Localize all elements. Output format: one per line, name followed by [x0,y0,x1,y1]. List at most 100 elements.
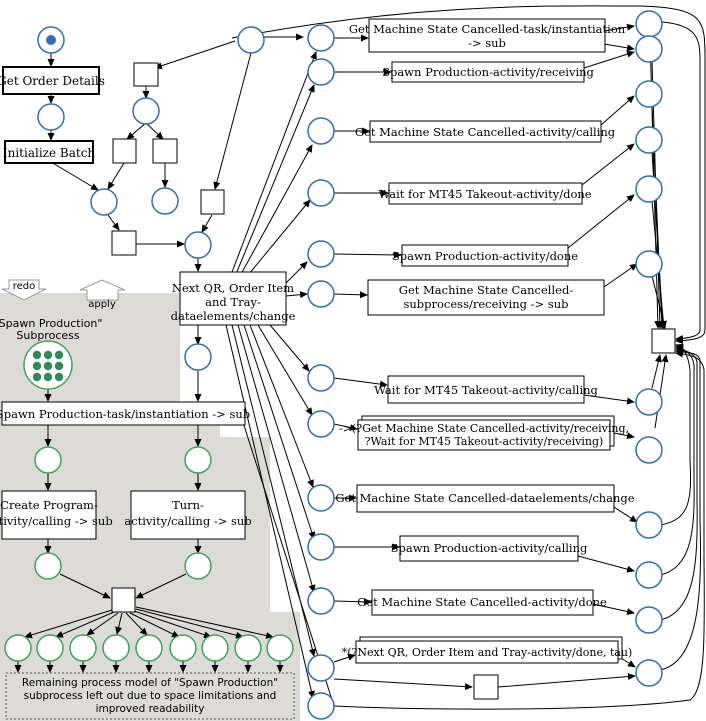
task-b7[interactable]: Wait for MT45 Takeout-activity/calling [374,375,599,404]
place [635,511,663,539]
sub-place [34,446,62,474]
edges [14,5,706,710]
task-b5[interactable]: Spawn Production-activity/done [392,244,578,267]
place [307,280,335,308]
task-label-line: Next QR, Order Item [172,281,294,295]
note-line: Remaining process model of "Spawn Produc… [22,677,278,689]
place [184,343,212,371]
subprocess-title-line: Subprocess [16,329,79,342]
task-label: Get Machine State Cancelled-activity/don… [357,595,607,609]
task-label-line: and Tray- [205,295,261,309]
omission-note: Remaining process model of "Spawn Produc… [5,672,295,720]
transition-tau [473,674,499,700]
task-b8[interactable]: ->(?Get Machine State Cancelled-activity… [339,415,629,451]
task-label-line: activity/calling -> sub [124,514,251,528]
task-create-program[interactable]: Create Program- activity/calling -> sub [0,490,113,540]
sub-place [234,634,262,662]
task-label: *(?Next QR, Order Item and Tray-activity… [342,646,633,659]
task-b10[interactable]: Spawn Production-activity/calling [391,535,588,562]
token-grid [32,350,64,382]
task-label-line: subprocess/receiving -> sub [403,297,568,311]
place [635,561,663,589]
place [635,126,663,154]
task-label-line: -> sub [468,36,506,50]
task-label: Wait for MT45 Takeout-activity/calling [374,383,598,397]
place [307,117,335,145]
places [37,10,663,720]
place [307,24,335,52]
task-sub-instantiation[interactable]: Spawn Production-task/instantiation -> s… [0,401,250,426]
place [307,654,335,682]
sub-places [4,446,294,662]
sub-place [36,634,64,662]
sub-place [201,634,229,662]
place [635,80,663,108]
task-b2[interactable]: Spawn Production-activity/receiving [382,61,595,83]
task-b12[interactable]: *(?Next QR, Order Item and Tray-activity… [342,636,633,664]
sub-place [266,634,294,662]
transition-c [200,189,225,215]
note-line: improved readability [96,703,205,715]
place [307,179,335,207]
task-label: Spawn Production-activity/done [392,249,578,263]
sub-place [69,634,97,662]
place [307,533,335,561]
note-line: subprocess left out due to space limitat… [24,690,277,702]
place [635,10,663,38]
place [635,250,663,278]
task-label: Get Machine State Cancelled-dataelements… [335,491,634,505]
place [635,35,663,63]
place [635,388,663,416]
task-label-line: Get Machine State Cancelled-task/instant… [349,22,626,36]
transition-b [152,138,178,164]
task-b4[interactable]: Wait for MT45 Takeout-activity/done [378,182,592,205]
task-next-qr[interactable]: Next QR, Order Item and Tray- dataelemen… [171,271,296,326]
sub-transition-join [111,587,136,613]
task-b3[interactable]: Get Machine State Cancelled-activity/cal… [355,120,616,143]
sub-place [169,634,197,662]
place [307,692,335,720]
sub-place [184,552,212,580]
task-b9[interactable]: Get Machine State Cancelled-dataelements… [335,484,635,513]
place [237,26,265,54]
place [635,659,663,687]
place [132,97,160,125]
task-label-line: ?Wait for MT45 Takeout-activity/receivin… [365,435,604,448]
task-turn[interactable]: Turn- activity/calling -> sub [124,490,252,540]
sub-start-place [23,340,73,390]
task-label-line: Turn- [172,498,204,512]
task-label-line: Get Machine State Cancelled- [399,283,574,297]
place [307,587,335,615]
place [635,175,663,203]
place [184,231,212,259]
task-label: Spawn Production-activity/calling [391,541,588,555]
place [307,484,335,512]
apply-label: apply [88,299,116,310]
transition-join [111,230,137,256]
redo-label: redo [13,281,36,292]
subprocess-title-line: "Spawn Production" [0,317,102,330]
task-label: Get Machine State Cancelled-activity/cal… [355,125,616,139]
empty-transitions [111,62,676,700]
sub-place [184,446,212,474]
task-initialize-batch[interactable]: Initialize Batch [3,140,96,164]
task-label: Wait for MT45 Takeout-activity/done [378,187,591,201]
sub-place [34,552,62,580]
sub-place [102,634,130,662]
place [37,103,65,131]
place [307,410,335,438]
transition-split [133,62,159,87]
task-label-line: ->(?Get Machine State Cancelled-activity… [339,422,629,435]
transition-a [112,138,137,164]
task-b11[interactable]: Get Machine State Cancelled-activity/don… [357,589,607,616]
redo-tab[interactable]: redo [1,279,47,301]
task-label: Get Order Details [0,74,105,88]
task-b6[interactable]: Get Machine State Cancelled- subprocess/… [367,279,605,316]
sub-place [135,634,163,662]
task-get-order-details[interactable]: Get Order Details [0,66,105,95]
start-token [46,35,56,45]
task-b1[interactable]: Get Machine State Cancelled-task/instant… [349,18,626,53]
place [151,187,179,215]
apply-tab[interactable]: apply [79,279,126,310]
